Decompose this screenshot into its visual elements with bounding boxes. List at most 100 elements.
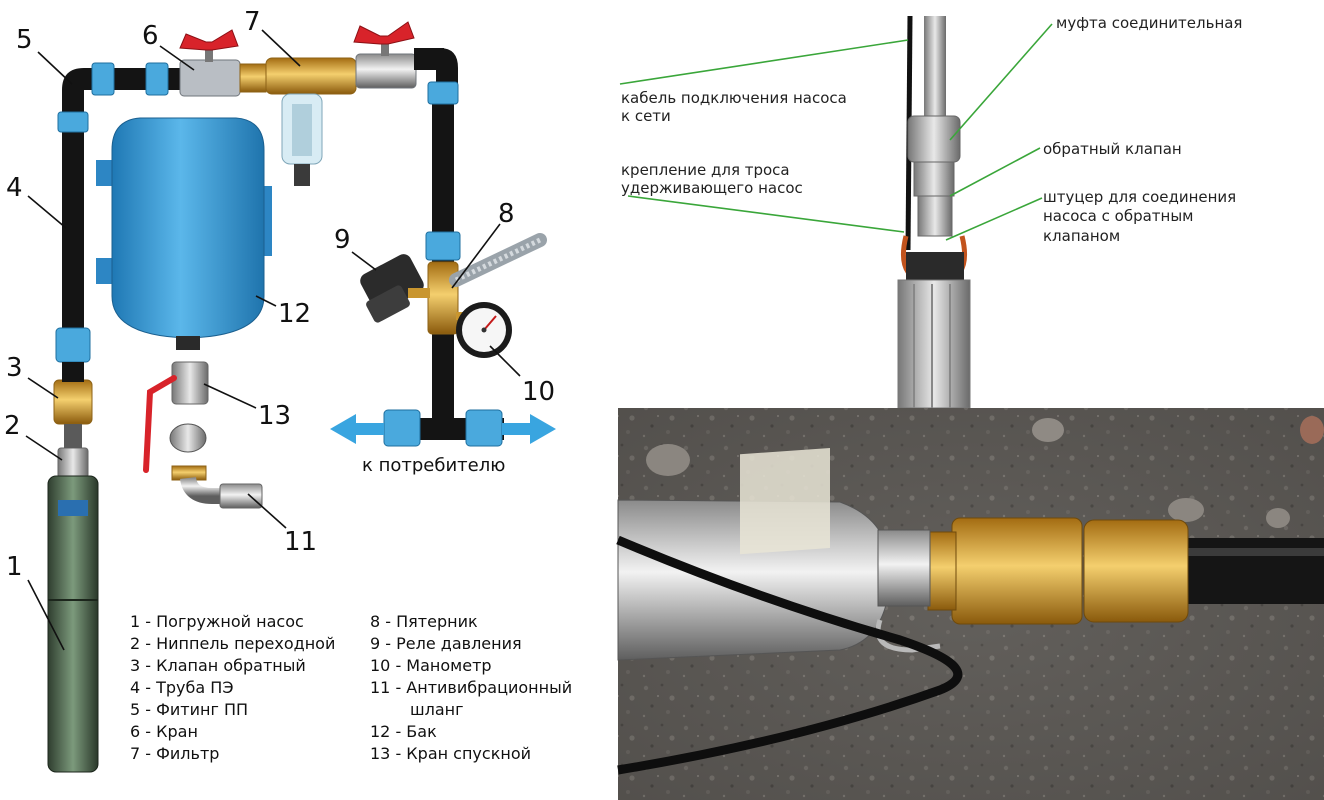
pipe-short [62, 362, 84, 382]
photo-rope-ring [875, 619, 941, 653]
legend-left-1: 1 - Погружной насос [130, 612, 304, 631]
coupling-top-1 [91, 62, 115, 96]
label-11: 11 [284, 527, 317, 557]
gleader-fitting [945, 197, 1043, 241]
legend-right-7: 13 - Кран спускной [370, 744, 531, 763]
label-1: 1 [6, 552, 23, 582]
leader-6 [159, 45, 195, 71]
coupling-right-top [427, 81, 459, 105]
legend-left-4: 4 - Труба ПЭ [130, 678, 233, 697]
label-6: 6 [142, 21, 159, 51]
legend-left-5: 5 - Фитинг ПП [130, 700, 248, 719]
gleader-cable [619, 39, 909, 85]
stone-2 [1032, 418, 1064, 442]
stone-5 [1300, 416, 1324, 444]
coupling-tee-left [383, 409, 421, 447]
filter-7-body [265, 57, 357, 95]
pe-pipe-left [62, 100, 84, 340]
photo-pe-pipe-shine [1180, 548, 1324, 556]
pump-body-detail [897, 279, 971, 409]
photo-brass-coupling [1083, 519, 1189, 623]
elbow-right [430, 48, 458, 90]
legend-right-1: 8 - Пятерник [370, 612, 478, 631]
arrow-left [330, 414, 384, 444]
leader-13 [203, 383, 257, 409]
legend-right-6: 12 - Бак [370, 722, 437, 741]
anti-vibration-hose-11 [171, 465, 263, 509]
elbow-fitting-5 [62, 68, 100, 110]
leader-11 [247, 493, 287, 529]
stone-4 [1266, 508, 1290, 528]
ball-valve-6 [179, 59, 241, 97]
label-10: 10 [522, 377, 555, 407]
label-3: 3 [6, 353, 23, 383]
ann-fitting-1: штуцер для соединения [1043, 188, 1236, 206]
pipe-short-2 [64, 424, 82, 448]
legend-left-2: 2 - Ниппель переходной [130, 634, 335, 653]
brass-nipple-top [239, 63, 267, 93]
braided-hose [449, 233, 547, 287]
gleader-check-valve [949, 147, 1041, 197]
leader-7 [261, 29, 301, 67]
leader-2 [25, 435, 63, 461]
legend-left-3: 3 - Клапан обратный [130, 656, 306, 675]
valve-right-stem [381, 38, 389, 56]
photo-pe-pipe [1180, 538, 1324, 604]
five-way-fitting-8 [427, 261, 459, 335]
ann-cable-1: кабель подключения насоса [621, 89, 847, 107]
label-5: 5 [16, 25, 33, 55]
coupling-top-2 [145, 62, 169, 96]
gleader-coupling [949, 23, 1053, 141]
label-4: 4 [6, 173, 23, 203]
ann-check-valve: обратный клапан [1043, 140, 1182, 158]
legend-right-4: 11 - Антивибрационный [370, 678, 572, 697]
legend-right-3: 10 - Манометр [370, 656, 492, 675]
valve-6-stem [205, 44, 213, 62]
stone-3 [1168, 498, 1204, 522]
schematic-left: 1 2 3 4 5 6 7 8 9 10 11 12 13 к потребит… [4, 7, 572, 773]
legend-right-5: шланг [410, 700, 464, 719]
label-7: 7 [244, 7, 261, 37]
filter-7-mesh [292, 104, 312, 156]
accumulator-tank-12 [96, 117, 272, 350]
ann-coupling: муфта соединительная [1056, 14, 1242, 32]
leader-9 [351, 251, 377, 271]
valve-6-handle [179, 29, 239, 51]
valve-right-handle [353, 21, 415, 45]
label-8: 8 [498, 199, 515, 229]
pump-detail-top-right: муфта соединительная кабель подключения … [619, 14, 1242, 409]
arrow-right [502, 414, 556, 444]
ann-mount-2: удерживающего насос [621, 179, 803, 197]
photo-fitting [927, 531, 957, 611]
leader-8 [451, 223, 501, 289]
drain-valve-13 [143, 361, 209, 473]
photo-bottom-right [616, 408, 1324, 800]
label-13: 13 [258, 401, 291, 431]
ann-fitting-3: клапаном [1043, 227, 1120, 245]
riser-pipe [924, 16, 946, 120]
manometer-10 [456, 302, 512, 358]
legend: 1 - Погружной насос 2 - Ниппель переходн… [130, 612, 572, 763]
nipple-2 [57, 447, 89, 479]
leader-5 [37, 51, 73, 85]
leader-3 [27, 377, 59, 399]
gleader-mount [627, 195, 905, 233]
leader-4 [27, 195, 67, 229]
ball-valve-right [355, 53, 417, 89]
coupling-left-top [57, 111, 89, 133]
legend-right-2: 9 - Реле давления [370, 634, 522, 653]
consumer-label: к потребителю [362, 455, 505, 476]
pump-fitting-detail [917, 195, 953, 237]
leader-12 [255, 295, 277, 307]
coupling-right-mid [425, 231, 461, 261]
photo-check-valve [951, 517, 1083, 625]
check-valve-detail [913, 161, 955, 197]
submersible-pump-1 [47, 475, 99, 773]
check-valve-3 [53, 379, 93, 425]
filter-7-drain [294, 164, 310, 186]
leader-10 [489, 345, 521, 377]
label-9: 9 [334, 225, 351, 255]
legend-left-7: 7 - Фильтр [130, 744, 219, 763]
pressure-relay-9 [360, 254, 430, 323]
